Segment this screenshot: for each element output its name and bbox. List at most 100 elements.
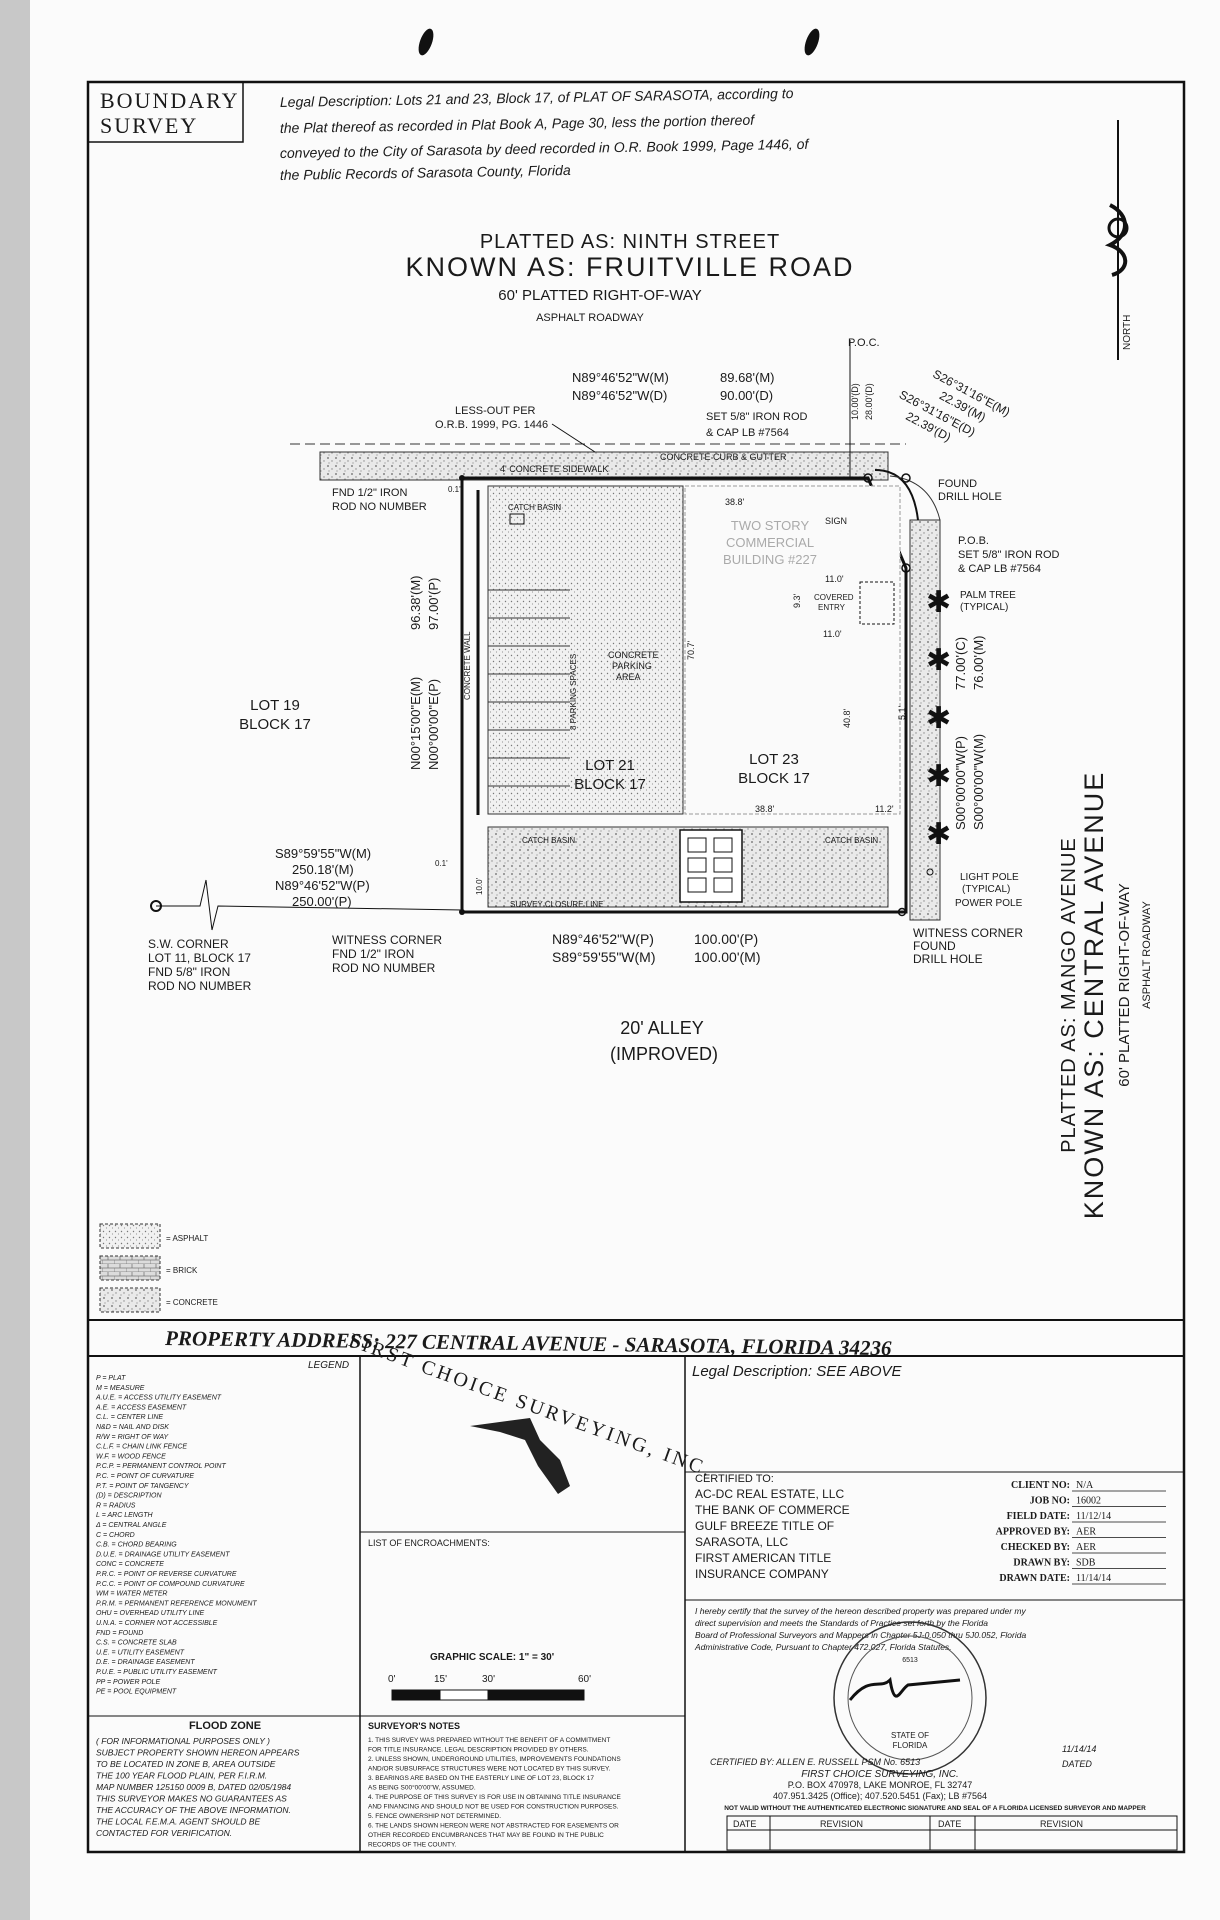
witness-w-1: WITNESS CORNER xyxy=(332,933,442,947)
legend-item: C.B. = CHORD BEARING xyxy=(96,1542,177,1549)
north-arrow-icon xyxy=(1104,120,1129,360)
building-line-1: TWO STORY xyxy=(731,518,810,533)
notes-line: AS BEING S00°00'00"W, ASSUMED. xyxy=(368,1784,476,1792)
legal-line-4: the Public Records of Sarasota County, F… xyxy=(280,162,571,183)
dim-11-2: 11.2' xyxy=(875,804,894,814)
dim-38-8-top: 38.8' xyxy=(725,497,745,507)
legend-item: R/W = RIGHT OF WAY xyxy=(96,1434,169,1441)
north-platted: PLATTED AS: NINTH STREET xyxy=(480,231,780,253)
svg-text:✱: ✱ xyxy=(926,585,951,620)
catch-basin-top: CATCH BASIN xyxy=(508,503,561,512)
south-dist-p: 100.00'(P) xyxy=(694,931,758,947)
notes-line: 3. BEARINGS ARE BASED ON THE EASTERLY LI… xyxy=(368,1775,594,1782)
witness-w-2: FND 1/2" IRON xyxy=(332,947,414,961)
lot23-line1: LOT 23 xyxy=(749,751,799,768)
legend-heading: LEGEND xyxy=(308,1360,349,1371)
certified-to-line: THE BANK OF COMMERCE xyxy=(695,1503,850,1517)
sw-corner-2: LOT 11, BLOCK 17 xyxy=(148,951,251,965)
certification-line: I hereby certify that the survey of the … xyxy=(695,1606,1026,1616)
poc-label: P.O.C. xyxy=(848,337,880,349)
company-name: FIRST CHOICE SURVEYING, INC. xyxy=(801,1769,959,1780)
legend-item: P.T. = POINT OF TANGENCY xyxy=(96,1483,190,1490)
legend-item: WM = WATER METER xyxy=(96,1591,168,1598)
svg-text:✱: ✱ xyxy=(926,643,951,678)
seal-line-3: 6513 xyxy=(902,1657,918,1664)
legal-line-2: the Plat thereof as recorded in Plat Boo… xyxy=(280,112,757,136)
dim-9-3: 9.3' xyxy=(792,593,802,608)
notes-line: 4. THE PURPOSE OF THIS SURVEY IS FOR USE… xyxy=(368,1794,621,1801)
job-info-value: AER xyxy=(1076,1542,1096,1553)
light-pole-icon xyxy=(926,868,934,876)
east-dist-p: 77.00'(C) xyxy=(953,637,968,690)
east-surface: ASPHALT ROADWAY xyxy=(1141,900,1153,1008)
north-surface: ASPHALT ROADWAY xyxy=(536,312,644,324)
dim-38-8-bot: 38.8' xyxy=(755,804,775,814)
legend-item: P.C. = POINT OF CURVATURE xyxy=(96,1473,194,1480)
legend-item: FND = FOUND xyxy=(96,1630,143,1637)
east-platted: PLATTED AS: MANGO AVENUE xyxy=(1058,837,1080,1153)
sw-tie-line xyxy=(156,879,463,931)
set-rod-1: SET 5/8" IRON ROD xyxy=(706,411,808,423)
title-box xyxy=(87,81,244,143)
sign-label: SIGN xyxy=(825,516,847,526)
legal-description: Legal Description: Lots 21 and 23, Block… xyxy=(280,85,811,183)
lot23-line2: BLOCK 17 xyxy=(738,770,810,787)
lot19-line2: BLOCK 17 xyxy=(239,716,311,733)
alley-line2: (IMPROVED) xyxy=(610,1044,718,1064)
dim-40-8: 40.8' xyxy=(842,708,852,728)
legend-item: P.U.E. = PUBLIC UTILITY EASEMENT xyxy=(96,1669,218,1676)
sw-dist-p: 250.00'(P) xyxy=(292,894,352,909)
legal-line-1: Legal Description: Lots 21 and 23, Block… xyxy=(280,85,794,110)
job-info-label: CHECKED BY: xyxy=(1001,1542,1070,1553)
certified-title: CERTIFIED TO: xyxy=(695,1473,774,1485)
legend-item: PE = POOL EQUIPMENT xyxy=(96,1689,177,1696)
dim-5-1: 5.1' xyxy=(897,705,907,720)
flood-title: FLOOD ZONE xyxy=(189,1720,261,1732)
set-rod-marker xyxy=(863,473,873,483)
sw-bearing-m: S89°59'55"W(M) xyxy=(275,846,371,861)
dim-11-0b: 11.0' xyxy=(823,629,842,639)
notes-line: 5. FENCE OWNERSHIP NOT DETERMINED. xyxy=(368,1813,501,1820)
building-line-2: COMMERCIAL xyxy=(726,535,814,550)
east-bearing-m: S00°00'00"W(M) xyxy=(971,734,986,830)
curb-label: CONCRETE CURB & GUTTER xyxy=(660,452,787,462)
sw-corner-3: FND 5/8" IRON xyxy=(148,965,230,979)
legend-item: A.U.E. = ACCESS UTILITY EASEMENT xyxy=(95,1395,222,1402)
certified-to-line: INSURANCE COMPANY xyxy=(695,1567,829,1581)
job-info-label: FIELD DATE: xyxy=(1007,1511,1070,1522)
legend-item: U.N.A. = CORNER NOT ACCESSIBLE xyxy=(96,1620,218,1627)
east-bearing-p: S00°00'00"W(P) xyxy=(953,736,968,830)
job-info-label: DRAWN DATE: xyxy=(999,1573,1070,1584)
pob-rod-1: SET 5/8" IRON ROD xyxy=(958,549,1060,561)
legal-see-above: Legal Description: SEE ABOVE xyxy=(692,1363,903,1380)
rev-h-date2: DATE xyxy=(938,1819,961,1829)
scan-edge xyxy=(0,0,30,1920)
job-info-value: 11/12/14 xyxy=(1076,1511,1111,1522)
job-info-value: SDB xyxy=(1076,1558,1096,1569)
certified-to-line: GULF BREEZE TITLE OF xyxy=(695,1519,834,1533)
north-bearing-d: N89°46'52"W(D) xyxy=(572,388,667,403)
parking-area xyxy=(487,485,684,815)
north-label: NORTH xyxy=(1122,315,1133,350)
legend-item: R = RADIUS xyxy=(96,1502,136,1509)
parking-area-2: PARKING xyxy=(612,661,652,671)
job-info-label: APPROVED BY: xyxy=(996,1527,1070,1538)
svg-text:✱: ✱ xyxy=(926,817,951,852)
legend-item: C.S. = CONCRETE SLAB xyxy=(96,1640,177,1647)
light-1: LIGHT POLE xyxy=(960,872,1019,883)
legend-item: P.R.M. = PERMANENT REFERENCE MONUMENT xyxy=(96,1600,257,1607)
covered-entry xyxy=(859,581,895,625)
certification-line: direct supervision and meets the Standar… xyxy=(695,1618,988,1628)
west-dist-p: 97.00'(P) xyxy=(426,578,441,630)
legal-line-3: conveyed to the City of Sarasota by deed… xyxy=(280,136,811,161)
job-info-value: 11/14/14 xyxy=(1076,1573,1111,1584)
west-bearing-m: N00°15'00"E(M) xyxy=(408,677,423,770)
material-legend: = ASPHALT = BRICK = CONCRETE xyxy=(99,1223,218,1313)
covered-entry-1: COVERED xyxy=(814,593,854,602)
doc-type-line1: BOUNDARY xyxy=(100,88,239,113)
notes-line: 2. UNLESS SHOWN, UNDERGROUND UTILITIES, … xyxy=(368,1756,621,1763)
notes-line: AND FINANCING AND SHOULD NOT BE USED FOR… xyxy=(368,1804,619,1811)
parking-spaces-label: 8 PARKING SPACES xyxy=(569,654,578,730)
lot21-line1: LOT 21 xyxy=(585,757,635,774)
